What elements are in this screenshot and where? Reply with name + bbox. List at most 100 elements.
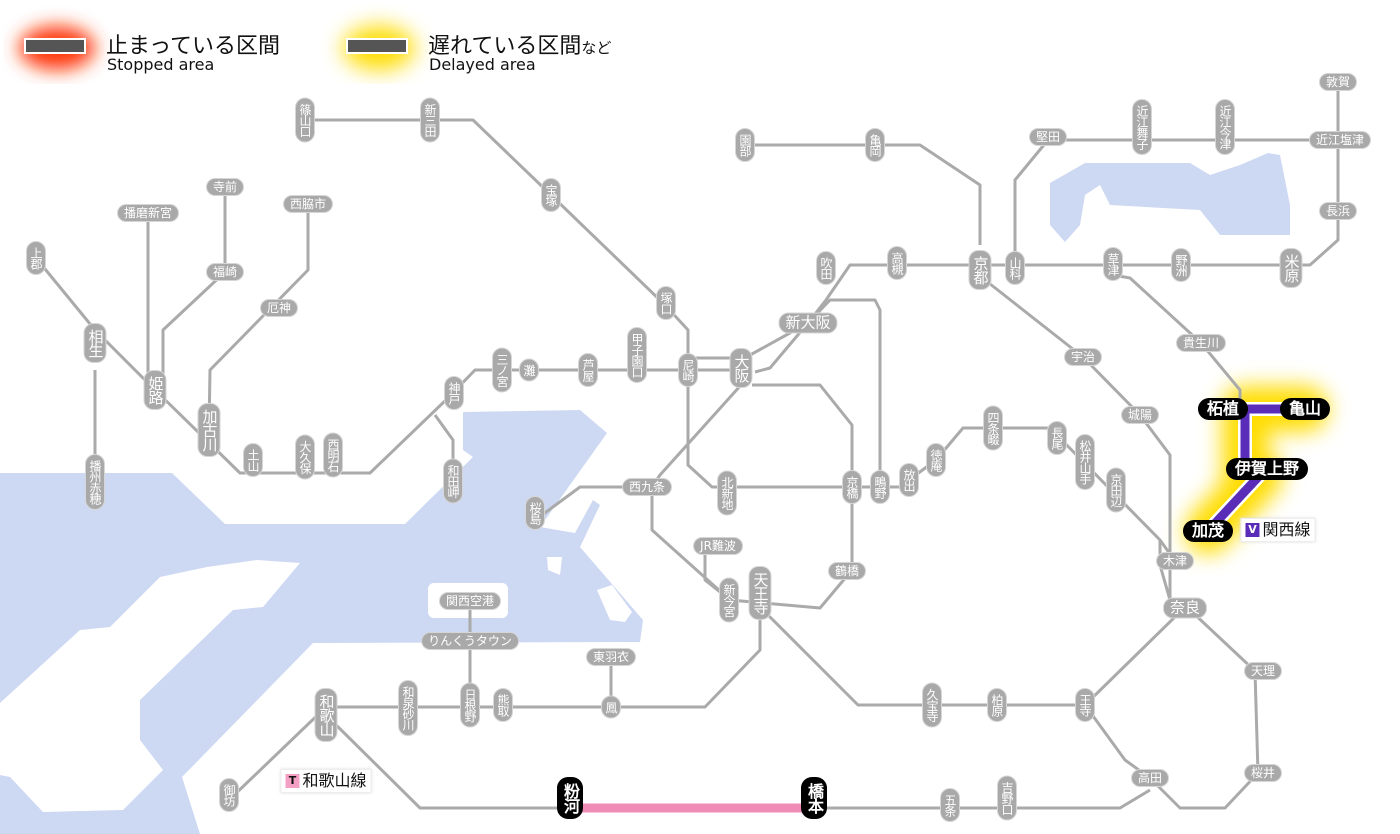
station-label: JR難波 — [693, 537, 743, 555]
station-label: 近江今津 — [1215, 99, 1235, 155]
station-label: 新今宮 — [719, 577, 739, 623]
inland-sea — [0, 410, 643, 834]
station-label: 西明石 — [323, 432, 343, 478]
station-label: 京橋 — [842, 470, 862, 504]
station-label: 吹田 — [816, 251, 836, 285]
delayed-swatch — [346, 38, 408, 54]
station-label: 鶴橋 — [827, 562, 867, 580]
station-label: 王寺 — [1075, 688, 1095, 722]
line-code-icon: V — [1245, 523, 1260, 537]
legend-delayed-ja: 遅れている区間など — [428, 28, 611, 60]
rail-line — [763, 610, 1182, 707]
station-label: 東羽衣 — [585, 648, 637, 666]
station-label: 姫路 — [143, 370, 167, 410]
station-label: 新大阪 — [778, 312, 838, 334]
station-label: 堅田 — [1028, 128, 1068, 146]
station-label: 貴生川 — [1175, 334, 1227, 352]
port-island-2 — [597, 585, 632, 622]
affected-station-label[interactable]: 粉河 — [557, 777, 583, 819]
station-label: 塚口 — [656, 286, 676, 320]
rail-line — [326, 593, 762, 709]
station-label: 木津 — [1155, 552, 1195, 570]
line-name: 和歌山線 — [302, 771, 367, 790]
rail-line — [227, 705, 328, 802]
station-label: 園部 — [735, 128, 755, 162]
legend-delayed-en: Delayed area — [429, 55, 536, 74]
station-label: 播磨新宮 — [116, 204, 180, 222]
rail-line — [908, 426, 1177, 562]
station-label: 新三田 — [420, 97, 440, 143]
station-label: 近江塩津 — [1308, 131, 1372, 149]
station-label: 宇治 — [1063, 348, 1103, 366]
rail-line — [745, 143, 982, 245]
station-label: 奈良 — [1162, 597, 1208, 619]
station-label: 近江舞子 — [1132, 99, 1152, 155]
awaji-island — [0, 560, 300, 812]
station-label: 桜島 — [525, 496, 545, 530]
station-label: 鳳 — [601, 695, 621, 719]
station-label: 神戸 — [444, 376, 464, 410]
station-label: 篠山口 — [295, 97, 315, 143]
station-label: 和泉砂川 — [398, 680, 418, 736]
rail-line — [207, 204, 310, 431]
station-label: 五条 — [940, 788, 960, 822]
station-label: 長尾 — [1047, 421, 1067, 455]
station-label: 天理 — [1243, 662, 1283, 680]
station-label: 播州赤穂 — [85, 454, 105, 510]
station-label: 尼崎 — [678, 353, 698, 387]
rail-line — [1148, 608, 1260, 810]
station-label: 放出 — [899, 463, 919, 497]
rail-line — [324, 713, 570, 810]
station-label: 和歌山 — [314, 688, 338, 742]
station-label: 吉野口 — [997, 775, 1017, 821]
station-label: 土山 — [243, 443, 263, 477]
station-label: 草津 — [1103, 247, 1123, 281]
affected-station-label[interactable]: 亀山 — [1279, 398, 1331, 420]
station-label: 加古川 — [197, 403, 221, 457]
station-label: 厄神 — [259, 299, 299, 317]
line-code-icon: T — [285, 774, 300, 788]
affected-station-label[interactable]: 伊賀上野 — [1225, 458, 1309, 480]
rail-line — [161, 187, 227, 385]
rail-line — [305, 118, 909, 489]
legend-delayed-suffix: など — [581, 39, 612, 57]
line-badge-kansai[interactable]: V 関西線 — [1240, 518, 1316, 542]
station-label: 敦賀 — [1318, 73, 1358, 91]
station-label: 御坊 — [219, 778, 239, 812]
station-label: 福崎 — [205, 263, 245, 281]
station-label: 甲子園口 — [627, 327, 647, 383]
line-badge-wakayama[interactable]: T 和歌山線 — [280, 769, 372, 793]
station-label: 三ノ宮 — [492, 347, 512, 393]
rail-line — [814, 788, 1151, 810]
rail-line — [754, 298, 882, 487]
rail-line — [1083, 704, 1151, 780]
station-label: 久宝寺 — [922, 682, 942, 728]
station-label: 北新地 — [717, 470, 737, 516]
station-label: 寺前 — [205, 178, 245, 196]
station-label: 関西空港 — [438, 592, 502, 610]
station-label: 柏原 — [987, 688, 1007, 722]
line-name: 関西線 — [1262, 520, 1311, 539]
station-label: 亀岡 — [865, 128, 885, 162]
legend-stopped-ja: 止まっている区間 — [106, 34, 281, 59]
station-label: りんくうタウン — [421, 632, 519, 650]
station-label: 長浜 — [1318, 202, 1358, 220]
station-label: 高槻 — [887, 246, 907, 280]
affected-station-label[interactable]: 橋本 — [801, 777, 827, 819]
station-label: 山科 — [1005, 251, 1025, 285]
station-label: 徳庵 — [926, 443, 946, 477]
legend-delayed-ja-text: 遅れている区間 — [428, 34, 582, 59]
station-label: 灘 — [519, 358, 539, 382]
station-label: 芦屋 — [578, 353, 598, 387]
station-label: 和田岬 — [443, 458, 463, 504]
station-label: 京田辺 — [1106, 467, 1126, 513]
lake-biwa — [1050, 153, 1290, 242]
station-label: 城陽 — [1120, 406, 1160, 424]
affected-station-label[interactable]: 柘植 — [1197, 398, 1249, 420]
station-label: 西脇市 — [282, 195, 334, 213]
station-label: 高田 — [1130, 769, 1170, 787]
affected-station-label[interactable]: 加茂 — [1182, 520, 1234, 542]
station-label: 天王寺 — [748, 566, 772, 620]
station-label: 相生 — [83, 323, 107, 363]
